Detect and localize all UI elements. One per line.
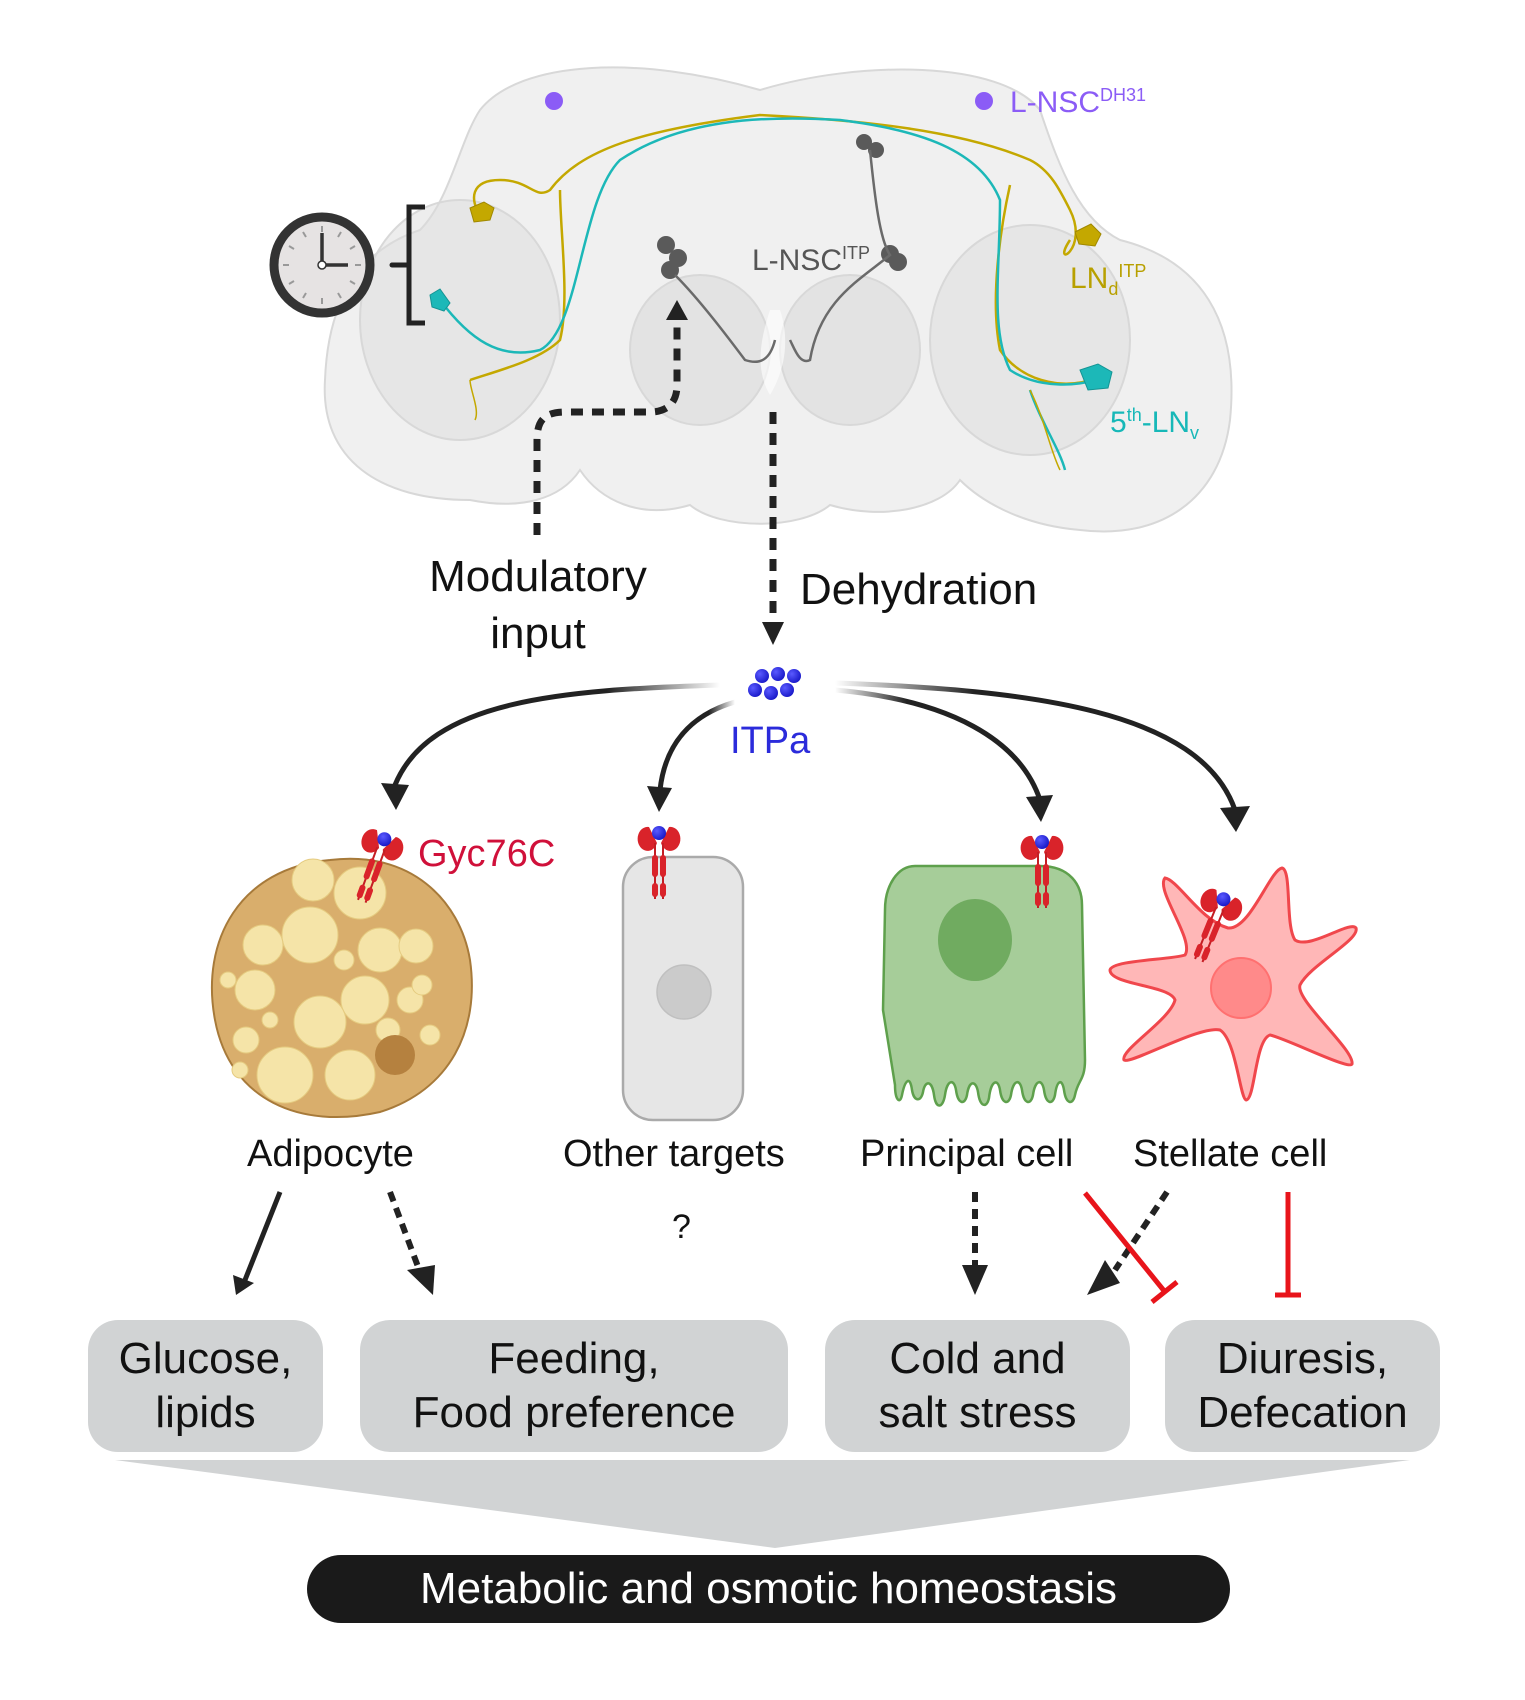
label-modulatory-input: Modulatory input bbox=[400, 548, 676, 662]
label-5th-lnv: 5th-LNv bbox=[1110, 405, 1200, 443]
outcome-glucose-lipids: Glucose,lipids bbox=[88, 1320, 323, 1452]
modulatory-arrowhead bbox=[666, 300, 688, 320]
itpa-arrowheads bbox=[381, 783, 1250, 832]
arrow-to-principal-cell bbox=[834, 687, 1043, 801]
modulatory-line1: Modulatory bbox=[429, 552, 647, 601]
arrow-to-adipocyte bbox=[392, 682, 721, 786]
label-dehydration: Dehydration bbox=[800, 565, 1038, 614]
principal-cell bbox=[881, 864, 1087, 1107]
brain-outline bbox=[323, 66, 1233, 533]
modulatory-line2: input bbox=[490, 609, 586, 659]
arrow-adipocyte-feeding bbox=[387, 1190, 423, 1274]
label-lnd-itp: LNdITP bbox=[1070, 261, 1147, 299]
arrow-to-other-targets bbox=[657, 699, 736, 791]
label-other-targets-unknown: ? bbox=[672, 1208, 691, 1246]
label-principal-cell: Principal cell bbox=[860, 1133, 1074, 1175]
inhibition-stellate-diuresis bbox=[1275, 1192, 1301, 1298]
other-target-cell bbox=[621, 855, 745, 1122]
clock-bracket bbox=[389, 204, 425, 326]
itpa-particles bbox=[748, 667, 801, 700]
lnsc-itp-neurons bbox=[657, 134, 907, 364]
label-gyc76c: Gyc76C bbox=[418, 833, 556, 875]
summary-homeostasis: Metabolic and osmotic homeostasis bbox=[307, 1555, 1230, 1623]
outcome-feeding: Feeding,Food preference bbox=[360, 1320, 788, 1452]
inhibition-principal-diuresis bbox=[1083, 1191, 1179, 1304]
adipocyte-cell bbox=[210, 857, 473, 1119]
label-adipocyte: Adipocyte bbox=[247, 1133, 414, 1175]
lnsc-dh31-dot-right bbox=[975, 92, 993, 110]
outcome-diuresis-defecation: Diuresis,Defecation bbox=[1165, 1320, 1440, 1452]
neuron-projections bbox=[429, 113, 1113, 471]
arrow-to-stellate-cell bbox=[834, 680, 1238, 811]
funnel-shape bbox=[115, 1460, 1410, 1548]
arrow-stellate-cold-stress bbox=[1112, 1190, 1170, 1272]
dehydration-arrowhead bbox=[762, 622, 784, 645]
clock-icon bbox=[269, 212, 375, 318]
label-other-targets: Other targets bbox=[563, 1133, 785, 1175]
label-lnsc-dh31: L-NSCDH31 bbox=[1010, 85, 1147, 119]
itpa-arrows bbox=[392, 680, 1238, 811]
stellate-cell bbox=[1108, 866, 1358, 1102]
arrow-adipocyte-glucose bbox=[242, 1191, 283, 1281]
label-stellate-cell: Stellate cell bbox=[1133, 1133, 1328, 1175]
label-lnsc-itp: L-NSCITP bbox=[752, 243, 871, 277]
modulatory-input-arrow bbox=[533, 322, 681, 535]
label-itpa: ITPa bbox=[730, 720, 811, 762]
lnsc-dh31-dot-left bbox=[545, 92, 563, 110]
